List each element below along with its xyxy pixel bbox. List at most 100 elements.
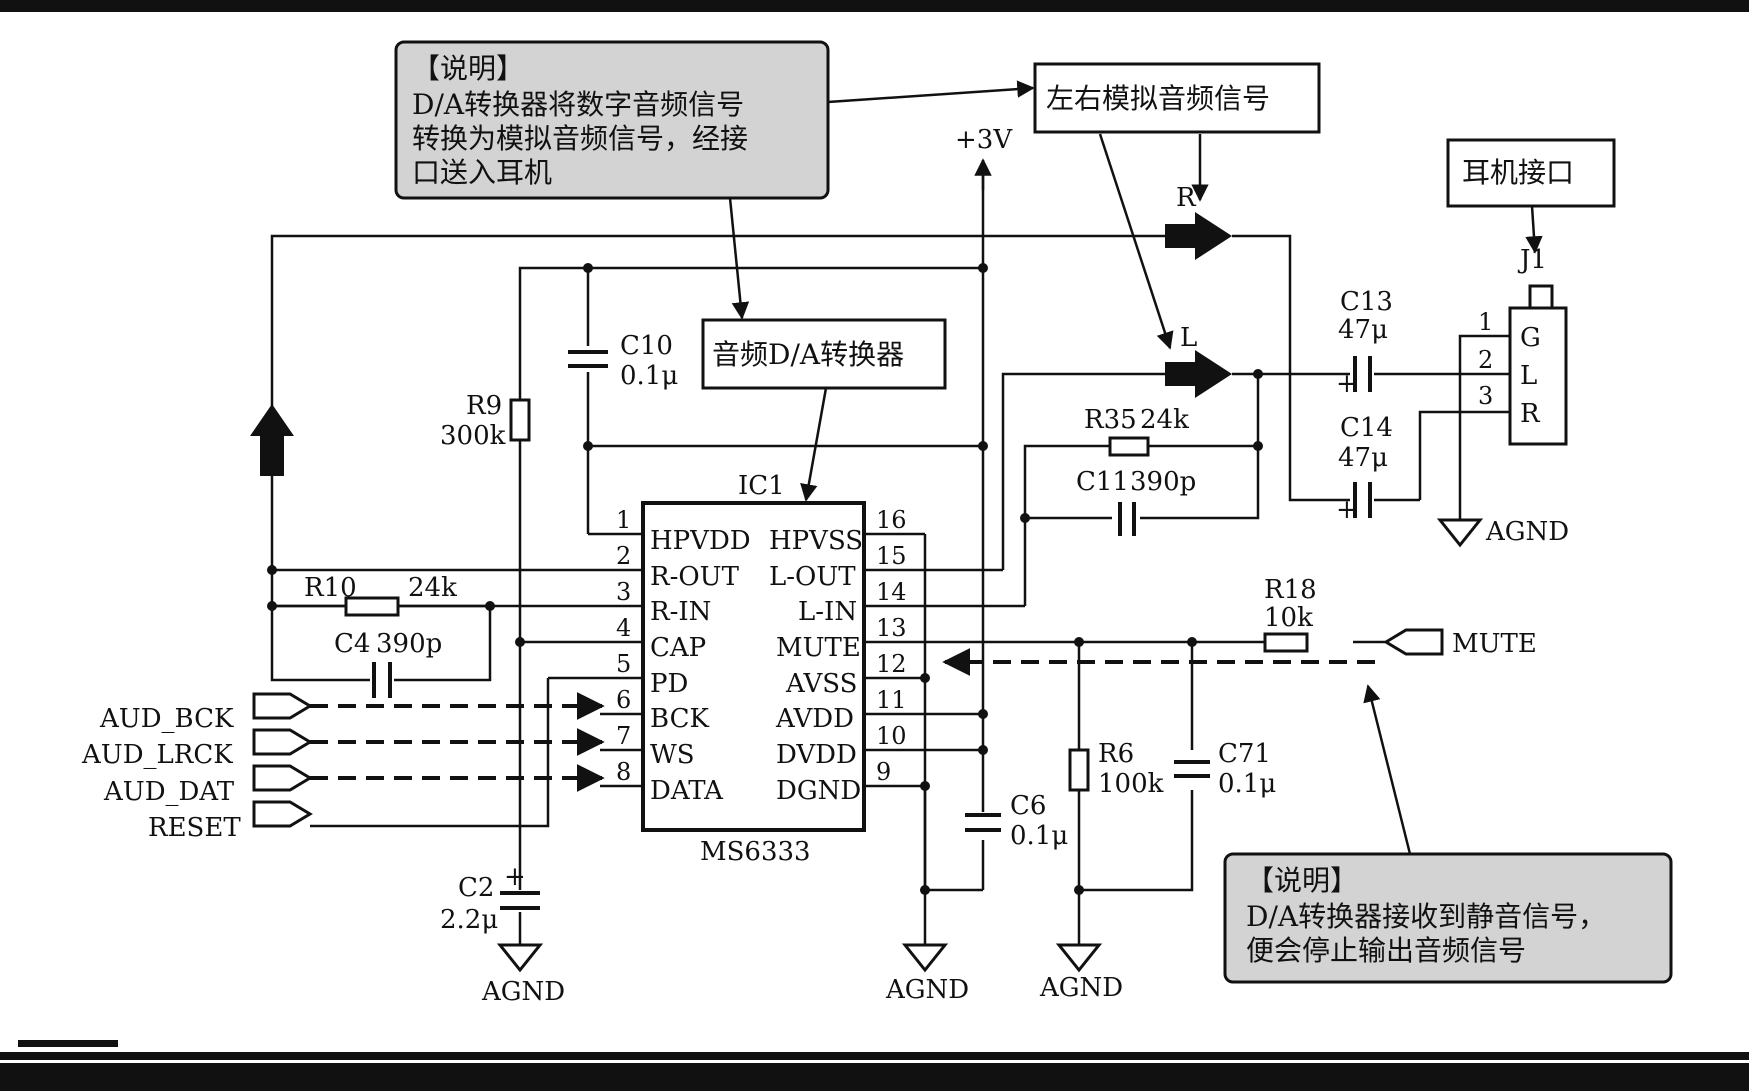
pin-name: WS	[650, 740, 695, 770]
note2-line: D/A转换器接收到静音信号，	[1246, 900, 1606, 933]
pin-number: 16	[876, 506, 907, 534]
pin-name: L-IN	[798, 597, 857, 627]
pin-number: 9	[876, 758, 891, 786]
input-label: AUD_LRCK	[81, 740, 233, 770]
note1-line: D/A转换器将数字音频信号	[412, 88, 744, 121]
svg-text:+: +	[1336, 495, 1358, 525]
r18-value: 10k	[1264, 603, 1313, 633]
input-ports: AUD_BCK AUD_LRCK AUD_DAT RESET	[81, 692, 313, 843]
c4-ref: C4	[334, 629, 370, 659]
resistor-r35: R35 24k	[1084, 405, 1189, 457]
input-label: RESET	[148, 813, 241, 843]
analog-label: 左右模拟音频信号	[1046, 82, 1270, 115]
jack-pin-num: 1	[1478, 308, 1493, 336]
resistor-r10: R10 24k	[304, 573, 457, 617]
dac-label: 音频D/A转换器	[712, 338, 904, 371]
c11-ref: C11	[1076, 467, 1129, 497]
pin-name: AVDD	[775, 704, 854, 734]
pin-number: 8	[616, 758, 631, 786]
svg-text:+: +	[1336, 369, 1358, 399]
pin-name: R-OUT	[650, 562, 740, 592]
c14-value: 47μ	[1338, 443, 1388, 473]
pin-name: BCK	[650, 704, 709, 734]
c71-value: 0.1μ	[1218, 769, 1276, 799]
note1-line: 转换为模拟音频信号，经接	[412, 122, 748, 155]
callout-analog-signal: 左右模拟音频信号	[1033, 62, 1321, 134]
c13-value: 47μ	[1338, 315, 1388, 345]
capacitor-c13: + C13 47μ	[1336, 287, 1393, 399]
resistor-r6: R6 100k	[1068, 739, 1164, 799]
pin-number: 2	[616, 542, 631, 570]
ic-pins-left: HPVDD R-OUT R-IN CAP PD BCK WS DATA 1 2 …	[616, 506, 751, 806]
input-label: AUD_DAT	[103, 777, 235, 807]
c10-ref: C10	[620, 331, 673, 361]
c6-value: 0.1μ	[1010, 821, 1068, 851]
pin-number: 5	[616, 650, 631, 678]
pin-name: L-OUT	[769, 562, 856, 592]
pin-name: DGND	[776, 776, 861, 806]
capacitor-c71: C71 0.1μ	[1174, 739, 1276, 799]
r6-value: 100k	[1098, 769, 1164, 799]
pin-name: CAP	[650, 633, 706, 663]
r18-ref: R18	[1264, 575, 1317, 605]
pin-name: DVDD	[776, 740, 857, 770]
jack-pin-r: R	[1520, 399, 1541, 429]
c13-ref: C13	[1340, 287, 1393, 317]
ic-pins-right: HPVSS L-OUT L-IN MUTE AVSS AVDD DVDD DGN…	[769, 506, 907, 806]
supply-label: +3V	[955, 125, 1013, 155]
c2-ref: C2	[458, 873, 494, 903]
pin-number: 3	[616, 578, 631, 606]
r35-ref: R35	[1084, 405, 1137, 435]
mute-port: MUTE	[1383, 628, 1537, 659]
pin-name: PD	[650, 669, 688, 699]
note1-title: 【说明】	[412, 52, 524, 85]
c71-ref: C71	[1218, 739, 1271, 769]
callout-note-2: 【说明】 D/A转换器接收到静音信号， 便会停止输出音频信号	[1223, 852, 1673, 984]
r10-value: 24k	[408, 573, 457, 603]
input-label: AUD_BCK	[99, 704, 234, 734]
signal-arrow-r: R	[1165, 183, 1232, 260]
arrow-l-label: L	[1180, 323, 1197, 353]
pin-number: 7	[616, 722, 631, 750]
r10-ref: R10	[304, 573, 357, 603]
ic1: IC1 MS6333 HPVDD R-OUT R-IN CAP PD BCK W…	[616, 471, 907, 867]
c6-ref: C6	[1010, 791, 1046, 821]
pin-number: 6	[616, 686, 631, 714]
jack-pin-num: 2	[1478, 346, 1493, 374]
capacitor-c2: + C2 2.2μ	[440, 862, 540, 935]
pin-number: 1	[616, 506, 631, 534]
pin-name: HPVDD	[650, 526, 751, 556]
r6-ref: R6	[1098, 739, 1134, 769]
callout-note-1: 【说明】 D/A转换器将数字音频信号 转换为模拟音频信号，经接 口送入耳机	[394, 40, 830, 200]
ground-label: AGND	[1039, 973, 1123, 1003]
c14-ref: C14	[1340, 413, 1393, 443]
j1-ref: J1	[1517, 245, 1547, 275]
ic-part: MS6333	[700, 837, 811, 867]
junction-dots	[267, 263, 1263, 895]
note2-title: 【说明】	[1246, 864, 1358, 897]
supply-3v: +3V	[955, 125, 1013, 190]
pin-name: HPVSS	[769, 526, 863, 556]
pin-number: 14	[876, 578, 907, 606]
note1-line: 口送入耳机	[412, 156, 552, 189]
ground-symbols: AGND AGND AGND AGND	[481, 517, 1569, 1007]
pin-number: 4	[616, 614, 631, 642]
pin-name: R-IN	[650, 597, 711, 627]
capacitor-c6: C6 0.1μ	[965, 791, 1068, 851]
pin-number: 13	[876, 614, 907, 642]
headphone-jack-j1: J1 G L R 1 2 3	[1478, 245, 1568, 446]
headphone-label: 耳机接口	[1462, 156, 1574, 189]
c2-value: 2.2μ	[440, 905, 498, 935]
ground-label: AGND	[1485, 517, 1569, 547]
mute-label: MUTE	[1452, 629, 1537, 659]
svg-text:+: +	[504, 862, 526, 892]
r35-value: 24k	[1140, 405, 1189, 435]
resistor-r9: R9 300k	[440, 391, 531, 451]
ic-ref: IC1	[738, 471, 785, 501]
callout-dac: 音频D/A转换器	[701, 318, 947, 390]
jack-pin-g: G	[1520, 323, 1541, 353]
callout-arrows	[728, 80, 1543, 855]
capacitor-c10: C10 0.1μ	[568, 331, 678, 391]
